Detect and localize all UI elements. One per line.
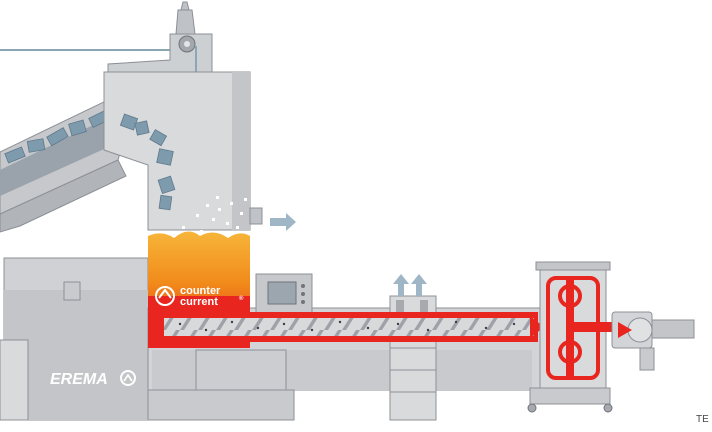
control-panel: [255, 273, 313, 315]
arrow-up-icon: [393, 274, 409, 296]
counter-current-line1: counter: [180, 285, 221, 297]
erema-logo: EREMA: [50, 370, 136, 388]
edge-text: TE: [696, 414, 709, 425]
plastic-flakes-falling: [119, 113, 176, 211]
outlet-valve: [611, 311, 695, 371]
registered-mark: ®: [239, 295, 244, 302]
arrow-right-icon: [270, 213, 296, 231]
extruder-barrel: [148, 312, 544, 342]
hopper: [103, 71, 263, 231]
melt-dots: [178, 320, 516, 332]
counter-current-line2: current: [180, 296, 218, 308]
counter-current-badge: counter current ®: [155, 285, 244, 308]
filter-unit: [527, 261, 614, 413]
brand-name: EREMA: [50, 371, 108, 388]
arrow-up-icon: [411, 274, 427, 296]
white-particles: [182, 196, 247, 233]
airflow-arrows: [270, 213, 427, 296]
